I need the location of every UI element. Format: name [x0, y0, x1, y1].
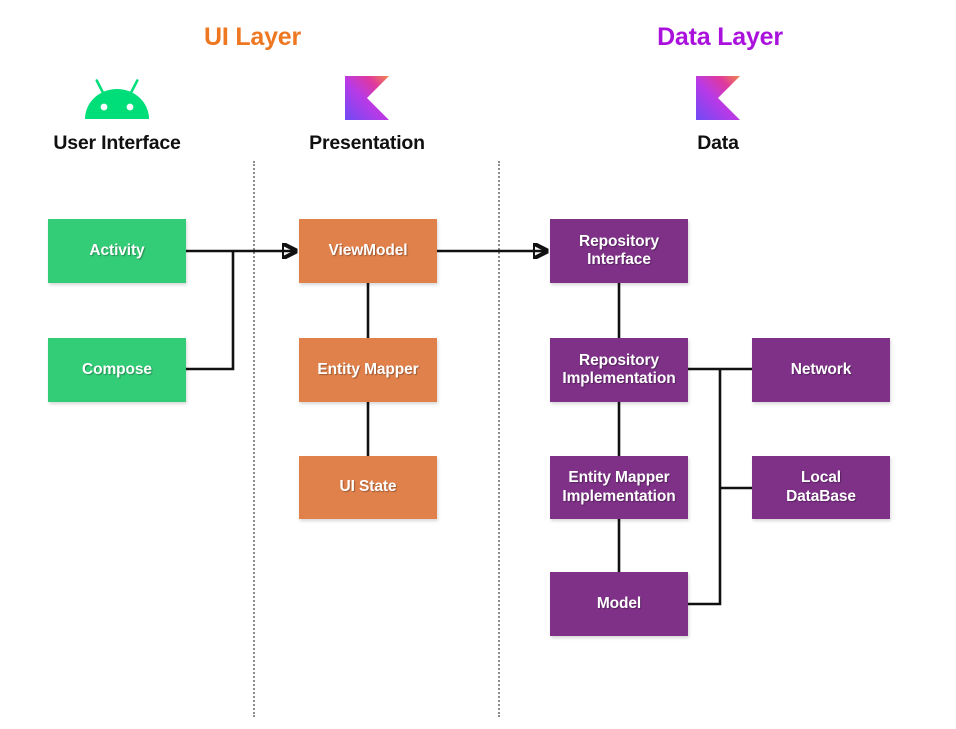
layer-title-ui: UI Layer — [203, 23, 302, 51]
column-label-data: Data — [697, 132, 739, 154]
column-header-presentation: Presentation — [267, 76, 467, 154]
node-network[interactable]: Network — [752, 338, 890, 402]
node-model[interactable]: Model — [550, 572, 688, 636]
node-viewmodel[interactable]: ViewModel — [299, 219, 437, 283]
node-activity[interactable]: Activity — [48, 219, 186, 283]
android-icon — [17, 76, 217, 122]
layer-title-data: Data Layer — [657, 23, 783, 51]
edge-compose-viewmodel — [186, 251, 235, 371]
node-entity-mapper[interactable]: Entity Mapper — [299, 338, 437, 402]
node-compose[interactable]: Compose — [48, 338, 186, 402]
column-header-data: Data — [618, 76, 818, 154]
kotlin-icon — [618, 76, 818, 122]
edge-bus-vertical — [688, 369, 722, 606]
node-ui-state[interactable]: UI State — [299, 456, 437, 519]
divider-presentation-data — [498, 161, 502, 717]
divider-ui-presentation — [253, 161, 257, 717]
kotlin-icon — [267, 76, 467, 122]
column-label-user-interface: User Interface — [53, 132, 181, 154]
column-header-user-interface: User Interface — [17, 76, 217, 154]
column-label-presentation: Presentation — [309, 132, 425, 154]
